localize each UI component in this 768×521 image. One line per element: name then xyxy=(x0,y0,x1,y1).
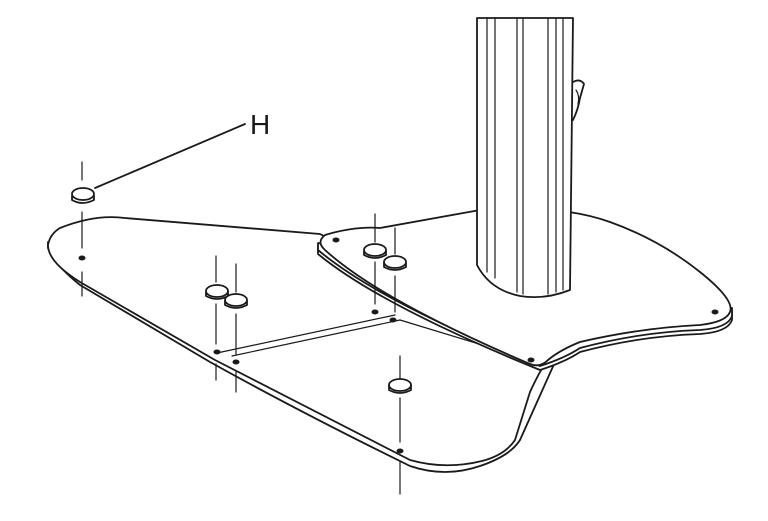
rubber-foot xyxy=(224,293,248,309)
hole xyxy=(389,317,397,323)
column-bracket xyxy=(572,79,585,121)
column-bracket-inner xyxy=(575,89,580,105)
hole xyxy=(711,309,719,315)
alignment-lines xyxy=(81,161,401,495)
rubber-foot xyxy=(71,187,95,204)
column-body xyxy=(476,17,574,299)
rubber-foot xyxy=(388,378,412,394)
hole xyxy=(527,357,535,363)
vertical-column xyxy=(476,17,585,299)
hole xyxy=(232,359,240,365)
hole xyxy=(78,255,86,261)
rubber-foot xyxy=(363,243,387,259)
hole xyxy=(396,448,404,454)
mounting-holes xyxy=(78,237,719,454)
hole xyxy=(213,349,221,355)
plate-seam-lower xyxy=(231,319,401,357)
callout-label: H xyxy=(250,109,270,140)
hole xyxy=(332,237,340,243)
callout-h: H xyxy=(94,109,270,189)
left-base-plate xyxy=(47,216,556,473)
rubber-foot xyxy=(205,284,229,300)
callout-leader-line xyxy=(94,123,246,189)
hole xyxy=(371,309,379,315)
plate-seam-upper xyxy=(216,314,396,354)
rubber-foot xyxy=(383,255,407,271)
rubber-feet xyxy=(71,187,412,394)
